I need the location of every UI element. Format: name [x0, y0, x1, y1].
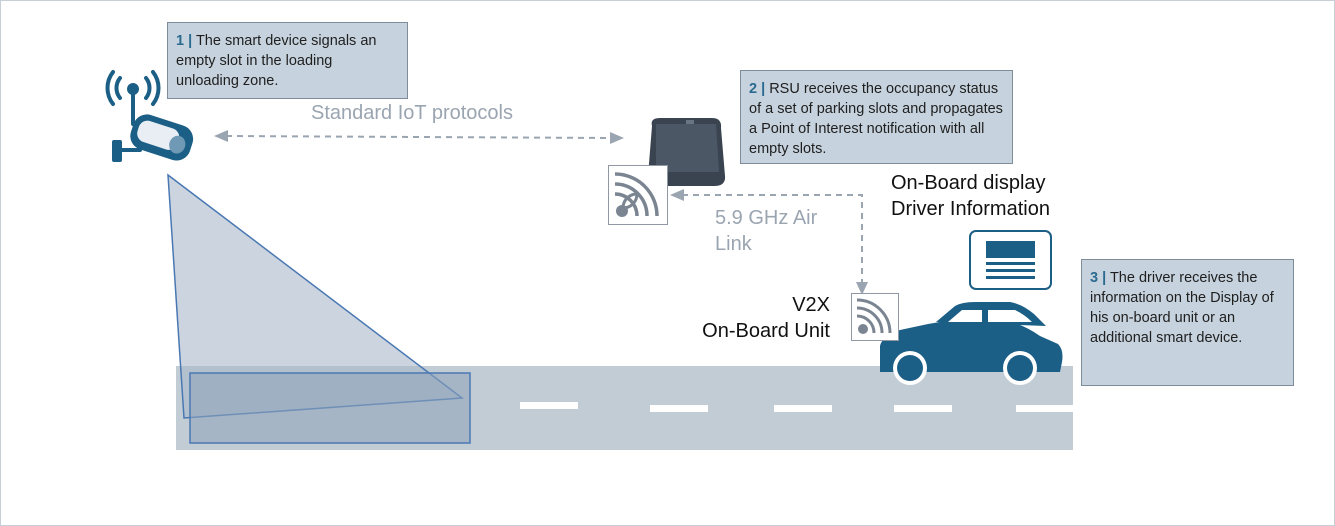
display-screen-icon	[969, 230, 1052, 290]
step-1-note: 1 | The smart device signals an empty sl…	[167, 22, 408, 99]
step-2-note: 2 | RSU receives the occupancy status of…	[740, 70, 1013, 164]
rsu-wireless-signal-icon	[608, 165, 668, 225]
step-2-number: 2 |	[749, 81, 766, 97]
step-2-text: RSU receives the occupancy status of a s…	[749, 81, 1003, 157]
iot-protocols-label: Standard IoT protocols	[311, 102, 513, 124]
iot-link-arrow	[214, 130, 624, 144]
lane-markings	[520, 402, 1074, 412]
obu-label: V2X On-Board Unit	[702, 294, 830, 342]
step-3-text: The driver receives the information on t…	[1090, 270, 1274, 346]
air-link-arrow	[670, 189, 868, 295]
parking-slot	[189, 372, 471, 444]
obu-wireless-signal-icon	[851, 293, 899, 341]
air-link-label: 5.9 GHz Air Link	[715, 207, 818, 255]
step-3-number: 3 |	[1090, 270, 1107, 286]
onboard-display-label: On-Board display Driver Information	[891, 172, 1050, 220]
smart-camera-sensor-icon	[105, 70, 194, 162]
car-icon	[880, 302, 1063, 385]
step-3-note: 3 | The driver receives the information …	[1081, 259, 1294, 386]
step-1-text: The smart device signals an empty slot i…	[176, 33, 377, 89]
step-1-number: 1 |	[176, 33, 193, 49]
